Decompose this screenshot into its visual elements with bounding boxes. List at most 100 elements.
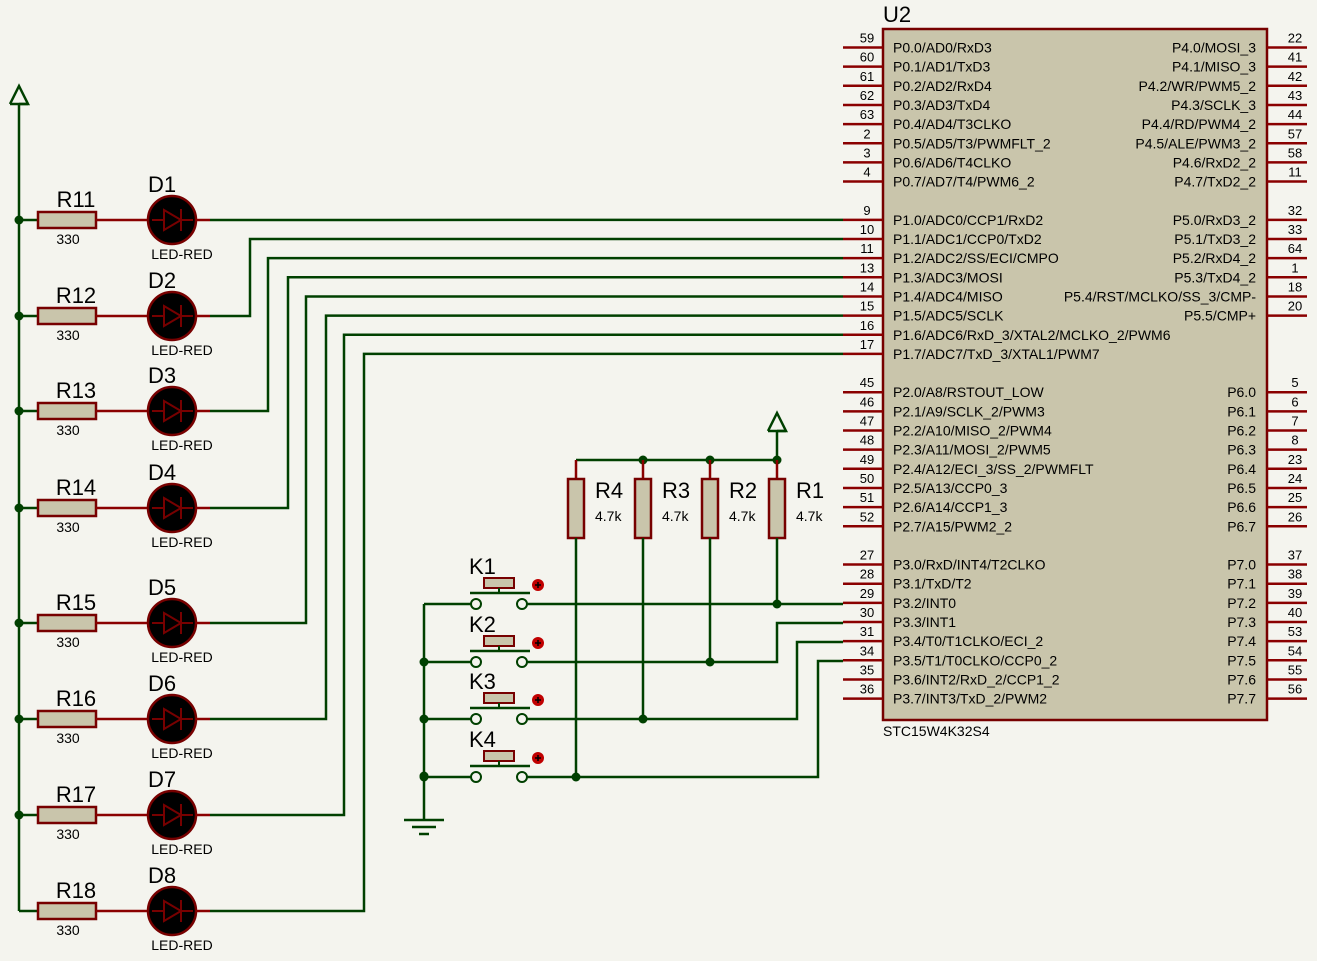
pin-name-label: P4.6/RxD2_2 <box>1173 154 1256 170</box>
pin-name-label: P3.5/T1/T0CLKO/CCP0_2 <box>893 652 1057 668</box>
pin-number: 54 <box>1288 643 1302 658</box>
pin-name-label: P0.1/AD1/TxD3 <box>893 59 990 75</box>
pin-name-label: P2.2/A10/MISO_2/PWM4 <box>893 423 1052 439</box>
pin-number: 62 <box>860 88 874 103</box>
pin-name-label: P2.0/A8/RSTOUT_LOW <box>893 384 1044 400</box>
pin-number: 42 <box>1288 69 1302 84</box>
pin-name-label: P4.1/MISO_3 <box>1172 59 1256 75</box>
resistor-value: 330 <box>56 634 80 650</box>
wire-led-to-p1 <box>210 295 843 625</box>
switch-button-cap <box>483 692 515 704</box>
wire-led-to-p1 <box>210 333 843 817</box>
pin-name-label: P1.5/ADC5/SCLK <box>893 308 1004 324</box>
pin-number: 8 <box>1291 433 1298 448</box>
pin-number: 35 <box>860 662 874 677</box>
resistor-body <box>767 477 787 540</box>
switch-ref: K1 <box>469 554 496 579</box>
resistor-ref: R4 <box>595 478 623 503</box>
led-type: LED-RED <box>151 937 212 953</box>
led-type: LED-RED <box>151 437 212 453</box>
pin-number: 15 <box>860 299 874 314</box>
pin-number: 64 <box>1288 241 1302 256</box>
resistor-ref: R15 <box>56 590 96 615</box>
pin-name-label: P6.5 <box>1227 480 1256 496</box>
pin-number: 38 <box>1288 567 1302 582</box>
switch-contact <box>470 598 482 610</box>
pin-number: 26 <box>1288 509 1302 524</box>
pushbutton-switch: K3 <box>419 669 544 725</box>
resistor-ref: R17 <box>56 782 96 807</box>
junction-dot <box>419 771 429 781</box>
pin-number: 41 <box>1288 50 1302 65</box>
pin-name-label: P5.2/RxD4_2 <box>1173 250 1256 266</box>
pin-name-label: P1.3/ADC3/MOSI <box>893 269 1003 285</box>
pin-number: 13 <box>860 260 874 275</box>
pin-number: 57 <box>1288 126 1302 141</box>
resistor-ref: R2 <box>729 478 757 503</box>
led-type: LED-RED <box>151 745 212 761</box>
pullup-resistor: R34.7k <box>633 460 690 540</box>
pin-name-label: P1.7/ADC7/TxD_3/XTAL1/PWM7 <box>893 346 1100 362</box>
junction-dot <box>14 215 24 225</box>
led-ref: D1 <box>148 172 176 197</box>
resistor-body <box>700 477 720 540</box>
pin-number: 10 <box>860 222 874 237</box>
pin-number: 22 <box>1288 31 1302 46</box>
resistor-ref: R11 <box>57 187 96 212</box>
pin-name-label: P6.1 <box>1227 403 1256 419</box>
mcu-part-label: STC15W4K32S4 <box>883 723 990 739</box>
pin-name-label: P4.2/WR/PWM5_2 <box>1139 78 1257 94</box>
pin-number: 11 <box>1288 165 1302 180</box>
pin-number: 52 <box>860 509 874 524</box>
pin-name-label: P7.4 <box>1227 633 1256 649</box>
switch-ref: K2 <box>469 612 496 637</box>
pin-name-label: P4.4/RD/PWM4_2 <box>1142 116 1257 132</box>
junction-dot <box>14 618 24 628</box>
led-ref: D5 <box>148 575 176 600</box>
resistor-body <box>36 306 98 326</box>
resistor-value: 330 <box>56 730 80 746</box>
resistor-body <box>36 613 98 633</box>
pin-number: 31 <box>860 624 874 639</box>
pin-name-label: P7.7 <box>1227 691 1256 707</box>
switch-contact <box>470 656 482 668</box>
pin-number: 23 <box>1288 452 1302 467</box>
switch-ref: K4 <box>469 727 496 752</box>
pin-name-label: P2.3/A11/MOSI_2/PWM5 <box>893 442 1051 458</box>
switch-contact <box>516 656 528 668</box>
pin-name-label: P1.4/ADC4/MISO <box>893 288 1003 304</box>
resistor-body <box>566 477 586 540</box>
switch-button-cap <box>483 750 515 762</box>
resistor-body <box>633 477 653 540</box>
pin-name-label: P6.6 <box>1227 499 1256 515</box>
mcu-body <box>881 27 1269 722</box>
resistor-body <box>36 901 98 921</box>
pin-number: 17 <box>860 337 874 352</box>
resistor-value: 4.7k <box>796 508 823 524</box>
mcu-ref-label: U2 <box>883 2 911 27</box>
wire-led-to-p1 <box>210 276 843 510</box>
resistor-value: 330 <box>56 231 80 247</box>
resistor-value: 330 <box>56 327 80 343</box>
pin-name-label: P2.7/A15/PWM2_2 <box>893 518 1012 534</box>
resistor-body <box>36 498 98 518</box>
pin-name-label: P6.0 <box>1227 384 1256 400</box>
resistor-ref: R14 <box>56 475 96 500</box>
led-ref: D7 <box>148 767 176 792</box>
switch-button-cap <box>483 635 515 647</box>
resistor-value: 330 <box>56 826 80 842</box>
pin-number: 40 <box>1288 605 1302 620</box>
pin-name-label: P7.6 <box>1227 671 1256 687</box>
pin-number: 4 <box>863 165 870 180</box>
pin-number: 61 <box>860 69 874 84</box>
pin-name-label: P4.3/SCLK_3 <box>1171 97 1256 113</box>
pin-number: 48 <box>860 433 874 448</box>
pin-name-label: P3.3/INT1 <box>893 614 956 630</box>
ground-symbol <box>404 818 444 836</box>
